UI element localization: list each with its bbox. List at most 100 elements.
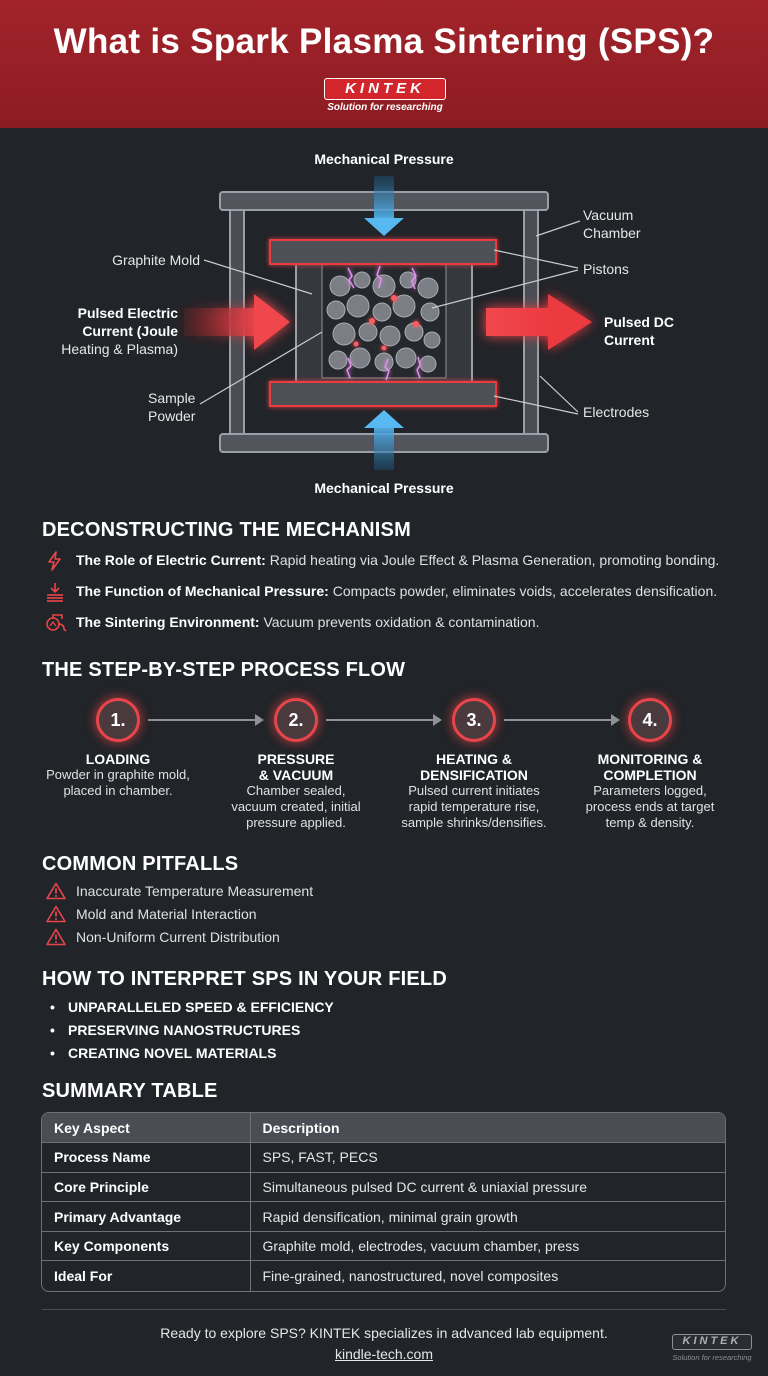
step-4-text: MONITORING & COMPLETION Parameters logge… xyxy=(565,751,735,831)
process-flow: 1. 2. 3. 4. LOADING Powder in graphite m… xyxy=(0,690,768,840)
label-pistons: Pistons xyxy=(583,261,629,277)
label-graphite-mold: Graphite Mold xyxy=(112,252,200,268)
table-cell: Ideal For xyxy=(42,1260,251,1291)
step-arrow xyxy=(504,714,620,726)
mechanism-item-environment: The Sintering Environment: Vacuum preven… xyxy=(44,612,744,634)
sps-diagram: Mechanical Pressure Mechanical Pressure … xyxy=(61,151,674,496)
interpret-bullet: PRESERVING NANOSTRUCTURES xyxy=(50,1022,301,1038)
mechanism-item-pressure: The Function of Mechanical Pressure: Com… xyxy=(44,581,744,603)
label-electrodes: Electrodes xyxy=(583,404,649,420)
interpret-title: HOW TO INTERPRET SPS IN YOUR FIELD xyxy=(42,968,447,990)
label-vacuum-2: Chamber xyxy=(583,225,641,241)
table-row: Process Name SPS, FAST, PECS xyxy=(42,1142,725,1173)
mechanism-item-text: Rapid heating via Joule Effect & Plasma … xyxy=(265,552,720,568)
pitfall-text: Inaccurate Temperature Measurement xyxy=(76,883,314,899)
table-cell: Fine-grained, nanostructured, novel comp… xyxy=(262,1268,559,1285)
label-left-current-1: Pulsed Electric xyxy=(78,305,179,321)
label-top-pressure: Mechanical Pressure xyxy=(314,151,454,167)
vacuum-pump-icon xyxy=(46,614,67,632)
label-sample-2: Powder xyxy=(148,408,196,424)
plasma-sparks xyxy=(346,265,421,381)
table-header-row: Key Aspect Description xyxy=(42,1113,725,1144)
mechanism-item-text: Compacts powder, eliminates voids, accel… xyxy=(328,583,718,599)
step-desc: Powder in graphite mold, placed in chamb… xyxy=(46,767,190,798)
table-row: Ideal For Fine-grained, nanostructured, … xyxy=(42,1260,725,1291)
step-arrow xyxy=(326,714,442,726)
kintek-logo: KINTEK xyxy=(324,78,446,100)
step-2-text: PRESSURE & VACUUM Chamber sealed, vacuum… xyxy=(211,751,381,831)
leader-lines xyxy=(199,220,581,415)
label-sample-1: Sample xyxy=(148,390,196,406)
lightning-icon xyxy=(48,551,61,571)
table-cell: SPS, FAST, PECS xyxy=(250,1142,725,1173)
table-cell: Rapid densification, minimal grain growt… xyxy=(250,1201,725,1232)
label-bottom-pressure: Mechanical Pressure xyxy=(314,480,454,496)
pitfall-item: Non-Uniform Current Distribution xyxy=(46,927,446,947)
table-cell: Simultaneous pulsed DC current & uniaxia… xyxy=(250,1172,725,1203)
table-cell: Primary Advantage xyxy=(42,1201,251,1232)
interpret-bullet-text: PRESERVING NANOSTRUCTURES xyxy=(68,1022,301,1038)
step-title: PRESSURE & VACUUM xyxy=(257,751,335,783)
step-arrow xyxy=(148,714,264,726)
step-title: HEATING & DENSIFICATION xyxy=(420,751,528,783)
bottom-piston xyxy=(269,381,497,407)
table-row: Core Principle Simultaneous pulsed DC cu… xyxy=(42,1172,725,1203)
interpret-bullet: UNPARALLELED SPEED & EFFICIENCY xyxy=(50,999,334,1015)
table-cell: Process Name xyxy=(42,1142,251,1173)
step-1-text: LOADING Powder in graphite mold, placed … xyxy=(33,751,203,799)
step-desc: Parameters logged, process ends at targe… xyxy=(585,783,715,830)
mechanism-item-label: The Role of Electric Current: xyxy=(76,552,266,568)
step-title: LOADING xyxy=(85,751,151,767)
mechanism-item-text: Vacuum prevents oxidation & contaminatio… xyxy=(259,614,540,630)
header-banner: What is Spark Plasma Sintering (SPS)? KI… xyxy=(0,0,768,128)
footer-text: Ready to explore SPS? KINTEK specializes… xyxy=(160,1325,608,1341)
label-right-current-2: Current xyxy=(604,332,655,348)
label-left-current-3: Heating & Plasma) xyxy=(61,341,178,357)
pitfall-item: Mold and Material Interaction xyxy=(46,904,446,924)
pitfall-text: Mold and Material Interaction xyxy=(76,906,257,922)
sample-powder-particles xyxy=(326,271,441,373)
press-down-icon xyxy=(47,583,63,602)
step-4-number: 4. xyxy=(628,698,672,742)
column-header: Key Aspect xyxy=(42,1113,251,1144)
mechanism-title: DECONSTRUCTING THE MECHANISM xyxy=(42,519,411,541)
step-desc: Chamber sealed, vacuum created, initial … xyxy=(231,783,361,830)
footer-link[interactable]: kindle-tech.com xyxy=(334,1346,434,1362)
summary-table: Key Aspect Description Process Name SPS,… xyxy=(41,1112,726,1292)
mechanism-item-current: The Role of Electric Current: Rapid heat… xyxy=(44,550,744,572)
interpret-bullet-text: UNPARALLELED SPEED & EFFICIENCY xyxy=(68,999,334,1015)
hot-spots xyxy=(353,295,419,351)
table-cell: Core Principle xyxy=(42,1172,251,1203)
top-pressure-arrow xyxy=(364,176,404,236)
step-3-number: 3. xyxy=(452,698,496,742)
table-row: Primary Advantage Rapid densification, m… xyxy=(42,1201,725,1232)
left-current-arrow xyxy=(184,294,290,350)
summary-title: SUMMARY TABLE xyxy=(42,1080,218,1102)
pitfall-text: Non-Uniform Current Distribution xyxy=(76,929,280,945)
step-3-text: HEATING & DENSIFICATION Pulsed current i… xyxy=(389,751,559,831)
top-piston xyxy=(269,239,497,265)
label-vacuum-1: Vacuum xyxy=(583,207,633,223)
table-cell: Key Components xyxy=(42,1231,251,1262)
warning-icon xyxy=(46,882,66,900)
mechanism-item-label: The Function of Mechanical Pressure: xyxy=(76,583,329,599)
warning-icon xyxy=(46,928,66,946)
interpret-bullet: CREATING NOVEL MATERIALS xyxy=(50,1045,276,1061)
table-row: Key Components Graphite mold, electrodes… xyxy=(42,1231,725,1262)
mechanism-item-label: The Sintering Environment: xyxy=(76,614,260,630)
table-cell: Graphite mold, electrodes, vacuum chambe… xyxy=(250,1231,725,1262)
footer-link-wrap: kindle-tech.com xyxy=(0,1346,768,1362)
process-title: THE STEP-BY-STEP PROCESS FLOW xyxy=(42,659,406,681)
bottom-pressure-arrow xyxy=(364,410,404,470)
footer-divider xyxy=(42,1309,726,1310)
label-left-current-2: Current (Joule xyxy=(82,323,178,339)
footer-logo-tagline: Solution for researching xyxy=(672,1353,752,1362)
column-header: Description xyxy=(250,1113,725,1144)
pitfalls-title: COMMON PITFALLS xyxy=(42,853,239,875)
footer-kintek-logo: KINTEK xyxy=(672,1334,752,1350)
step-title: MONITORING & COMPLETION xyxy=(597,751,703,783)
step-1-number: 1. xyxy=(96,698,140,742)
page-title: What is Spark Plasma Sintering (SPS)? xyxy=(53,22,715,61)
step-desc: Pulsed current initiates rapid temperatu… xyxy=(401,783,547,830)
label-right-current-1: Pulsed DC xyxy=(604,314,674,330)
